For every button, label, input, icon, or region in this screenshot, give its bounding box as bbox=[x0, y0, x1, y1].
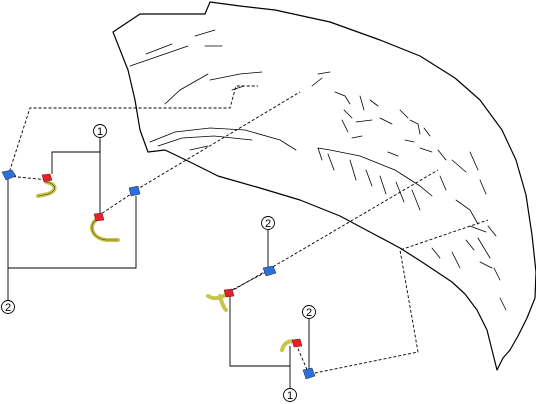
hose-lower-left-b bbox=[218, 294, 228, 312]
callout-label: 2 bbox=[306, 307, 312, 319]
component-detail-lines bbox=[129, 29, 507, 311]
clip-blue-4 bbox=[302, 367, 316, 380]
clip-blue-1 bbox=[1, 169, 17, 181]
callout-1-bottom: 1 bbox=[283, 388, 297, 402]
clip-red-2 bbox=[93, 212, 105, 222]
callout-leader-lines bbox=[7, 138, 310, 388]
clip-blue-2 bbox=[128, 185, 141, 197]
callout-2-left: 2 bbox=[1, 300, 15, 314]
callout-2-lower: 2 bbox=[302, 305, 316, 319]
callout-label: 1 bbox=[97, 126, 103, 138]
callout-1-top: 1 bbox=[93, 124, 107, 138]
hose-lower-left bbox=[206, 292, 230, 301]
clip-blue-3 bbox=[262, 265, 277, 277]
clip-red-4 bbox=[291, 338, 303, 348]
dashed-routing-lines bbox=[7, 85, 489, 375]
clip-red-1 bbox=[41, 173, 53, 183]
hose-upper-mid-outline bbox=[91, 219, 118, 241]
hose-upper-mid bbox=[89, 218, 120, 242]
red-clips bbox=[41, 173, 303, 348]
callout-label: 1 bbox=[287, 390, 293, 402]
hose-parts bbox=[36, 180, 298, 352]
hose-upper-left-outline bbox=[37, 181, 55, 197]
component-body-outline bbox=[112, 1, 536, 371]
clip-red-3 bbox=[223, 288, 235, 298]
callout-label: 2 bbox=[265, 218, 271, 230]
callout-2-mid: 2 bbox=[261, 216, 275, 230]
callout-label: 2 bbox=[5, 302, 11, 314]
blue-clips bbox=[1, 169, 316, 380]
